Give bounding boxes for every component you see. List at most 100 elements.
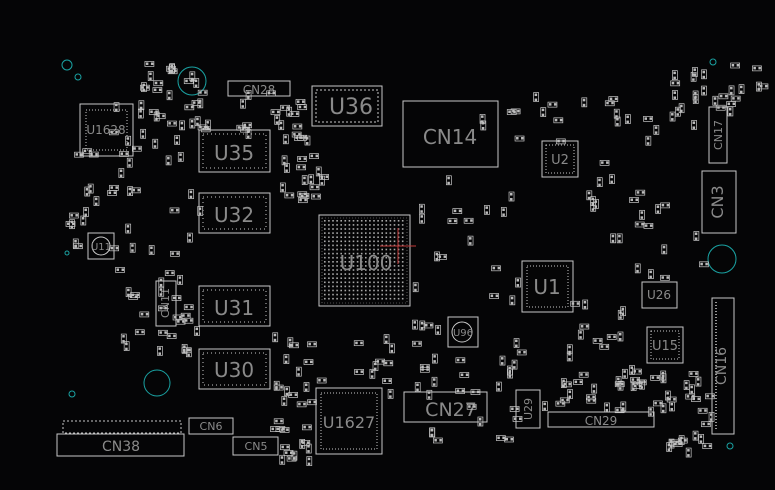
mounting-hole — [177, 66, 207, 96]
bga-ball — [401, 224, 404, 226]
smd-footprint — [604, 100, 615, 107]
component-u1[interactable]: U1 — [521, 260, 574, 313]
bga-ball — [328, 297, 330, 300]
connector-cn16[interactable]: CN16 — [711, 297, 735, 435]
component-u1628[interactable]: U1628 — [79, 103, 134, 157]
smd-footprint — [419, 366, 430, 373]
smd-footprint — [120, 333, 127, 344]
smd-footprint — [272, 332, 279, 343]
bga-ball — [324, 289, 326, 292]
component-u29[interactable]: U29 — [515, 389, 541, 429]
bga-ball — [352, 289, 355, 292]
smd-footprint — [189, 71, 196, 82]
bga-ball — [401, 297, 404, 300]
bga-ball — [324, 277, 326, 279]
bga-ball — [340, 285, 342, 288]
bga-ball — [365, 269, 367, 271]
component-u36[interactable]: U36 — [311, 85, 383, 127]
bga-ball — [344, 273, 347, 275]
smd-footprint — [245, 90, 252, 100]
component-u32[interactable]: U32 — [198, 192, 271, 234]
bga-ball — [373, 281, 375, 284]
bga-ball — [332, 236, 334, 238]
smd-footprint — [387, 389, 394, 399]
bga-ball — [360, 256, 363, 259]
bga-ball — [373, 228, 375, 230]
connector-cn29[interactable]: CN29 — [547, 411, 655, 428]
component-u26[interactable]: U26 — [641, 281, 678, 309]
smd-footprint — [591, 383, 598, 394]
label-cn3: CN3 — [708, 185, 727, 218]
smd-footprint — [695, 376, 702, 387]
smd-footprint — [429, 427, 436, 438]
bga-ball — [393, 265, 396, 267]
bga-ball — [356, 285, 359, 288]
bga-ball — [401, 252, 404, 255]
component-u96[interactable]: U96 — [447, 316, 479, 348]
component-u100[interactable]: U100 — [318, 214, 416, 307]
component-u30[interactable]: U30 — [198, 348, 271, 390]
smd-footprint — [617, 380, 624, 391]
bga-ball — [356, 220, 359, 222]
bga-ball — [340, 289, 342, 292]
connector-cn27[interactable]: CN27 — [403, 391, 488, 423]
smd-footprint — [560, 378, 567, 388]
connector-cn11[interactable]: CN11 — [155, 280, 177, 327]
bga-ball — [385, 244, 388, 247]
bga-ball — [389, 289, 392, 292]
bga-ball — [348, 265, 351, 267]
connector-cn14[interactable]: CN14 — [402, 100, 499, 168]
smd-footprint — [134, 329, 145, 336]
bga-ball — [373, 285, 375, 288]
bga-ball — [381, 281, 383, 284]
component-u35[interactable]: U35 — [198, 129, 271, 173]
smd-footprint — [699, 261, 709, 268]
smd-footprint — [629, 197, 639, 203]
bga-ball — [360, 236, 363, 238]
label-cn28: CN28 — [243, 83, 276, 97]
bga-ball — [389, 256, 392, 259]
connector-cn3[interactable]: CN3 — [701, 170, 737, 234]
smd-footprint — [514, 135, 525, 142]
bga-ball — [377, 265, 379, 267]
bga-ball — [401, 220, 404, 222]
bga-ball — [332, 256, 334, 259]
smd-footprint — [669, 401, 675, 412]
component-u31[interactable]: U31 — [198, 285, 271, 327]
bga-ball — [340, 236, 342, 238]
smd-footprint — [412, 282, 419, 293]
bga-ball — [352, 228, 355, 230]
smd-footprint — [660, 373, 667, 384]
smd-footprint — [193, 78, 200, 88]
bga-ball — [324, 244, 326, 247]
label-cn27: CN27 — [425, 399, 477, 421]
bga-ball — [336, 289, 338, 292]
smd-footprint — [167, 120, 177, 127]
bga-ball — [340, 293, 342, 296]
smd-footprint — [369, 368, 376, 379]
bga-ball — [340, 252, 342, 255]
smd-footprint — [289, 342, 299, 349]
bga-ball — [393, 273, 396, 275]
component-u2[interactable]: U2 — [541, 140, 579, 178]
bga-ball — [344, 293, 347, 296]
smd-footprint — [616, 233, 623, 244]
bga-ball — [336, 244, 338, 247]
smd-footprint — [738, 84, 745, 95]
smd-footprint — [301, 175, 308, 186]
connector-cn5[interactable]: CN5 — [232, 436, 279, 456]
smd-footprint — [582, 299, 589, 310]
bga-ball — [336, 248, 338, 251]
smd-footprint — [303, 382, 310, 392]
connector-cn6[interactable]: CN6 — [188, 417, 234, 435]
smd-footprint — [291, 131, 302, 138]
smd-footprint — [240, 126, 250, 133]
connector-cn38[interactable]: CN38 — [56, 420, 185, 457]
via — [68, 390, 76, 398]
component-u15[interactable]: U15 — [646, 326, 684, 364]
component-u1627[interactable]: U1627 — [315, 387, 383, 455]
bga-ball — [352, 248, 355, 251]
smd-footprint — [297, 134, 307, 141]
smd-footprint — [297, 191, 308, 198]
smd-footprint — [625, 114, 631, 124]
